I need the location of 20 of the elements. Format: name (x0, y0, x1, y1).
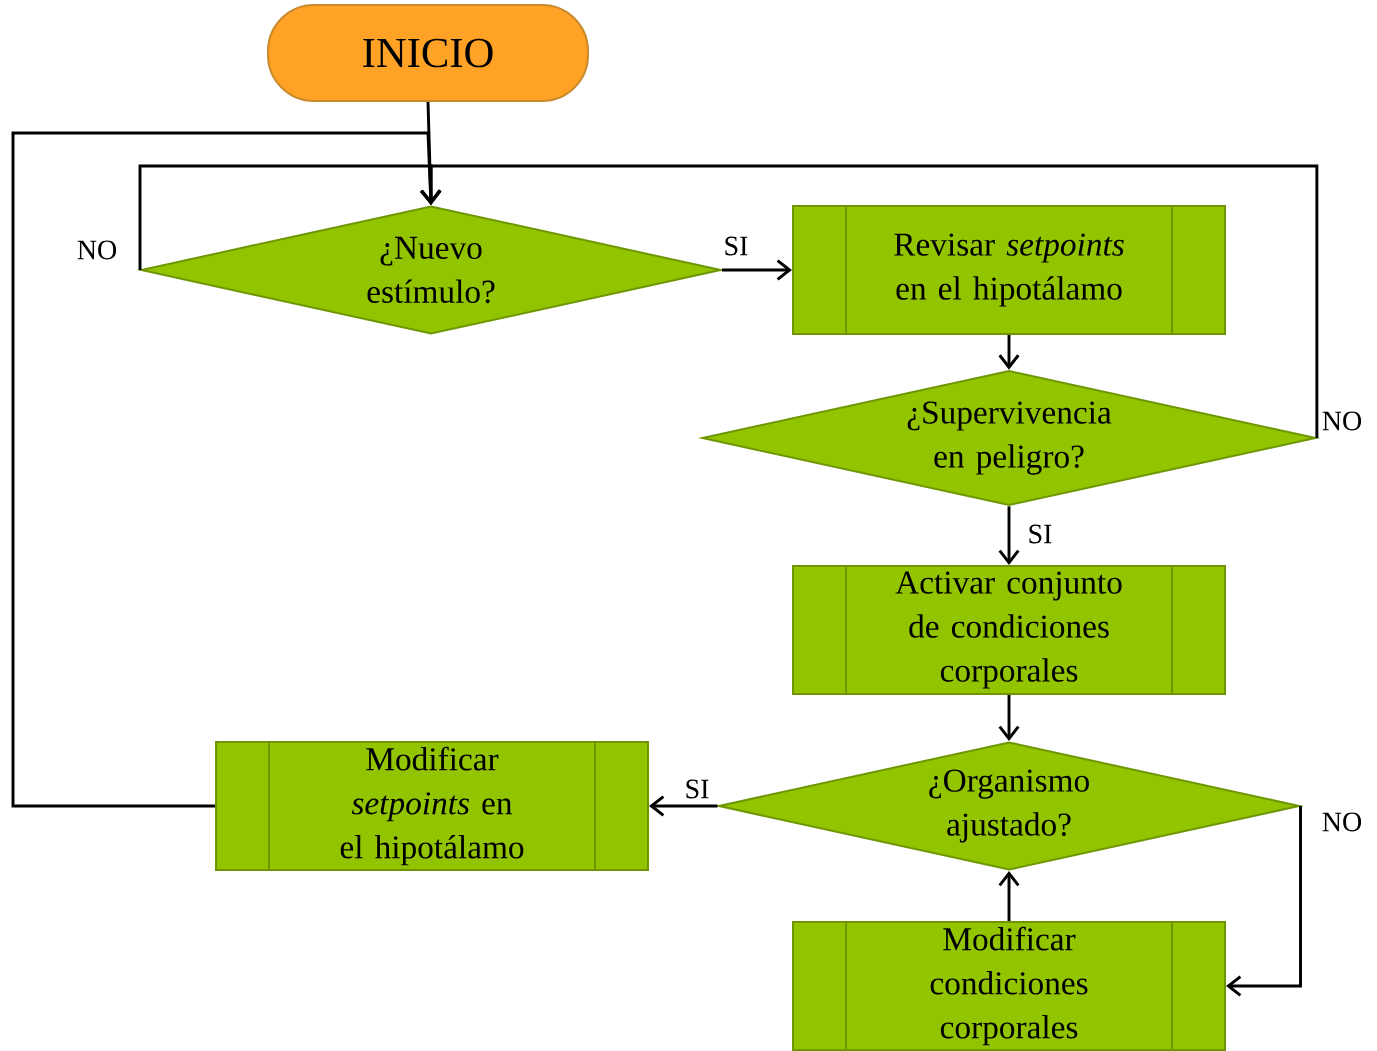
edge-label: NO (1322, 812, 1362, 832)
process-box: Revisar setpoints en el hipotálamo (792, 204, 1226, 336)
process-box: Activar conjunto de condiciones corporales (792, 564, 1226, 696)
process-box: Modificar condiciones corporales (792, 920, 1226, 1051)
arrow (998, 335, 1020, 370)
edge-label: SI (1029, 524, 1052, 544)
arrow (998, 871, 1020, 921)
arrow (998, 695, 1020, 741)
arrow (722, 259, 792, 281)
arrow (420, 164, 1319, 438)
arrow (11, 131, 441, 808)
arrow (998, 506, 1020, 565)
edge-label: NO (1322, 411, 1362, 431)
edge-label: SI (725, 236, 748, 256)
edge-label: SI (686, 779, 709, 799)
arrow (649, 795, 718, 817)
arrow (1226, 806, 1302, 997)
process-box: Modificar setpoints en el hipotálamo (215, 740, 649, 872)
edge-label: NO (77, 240, 117, 260)
start-terminal: INICIO (267, 4, 589, 102)
